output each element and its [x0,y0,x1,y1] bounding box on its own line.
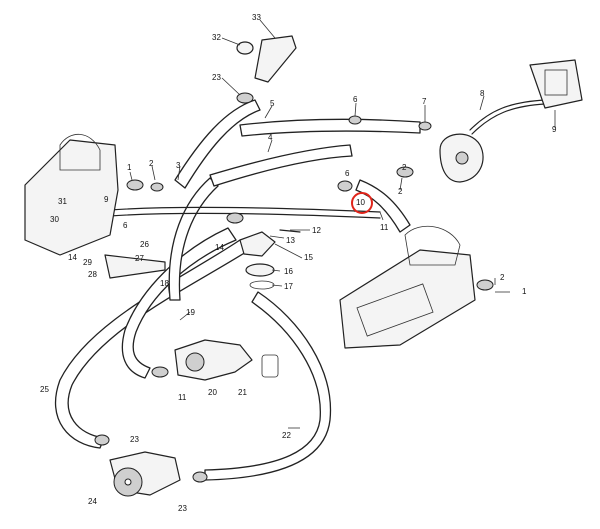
hose-12 [279,229,301,233]
gasket-21 [261,354,279,378]
callout-11a: 11 [380,223,389,232]
callout-27: 27 [135,254,144,263]
exhaust-manifold-left [24,139,119,256]
callouts: 33 32 23 5 4 3 6 7 8 9 1 2 6 2 2 10 11 9… [40,13,557,513]
callout-10: 10 [356,198,365,207]
callout-12: 12 [312,226,321,235]
hose-5 [239,118,421,137]
callout-6a: 6 [353,95,358,104]
callout-23b: 23 [130,435,139,444]
callout-28: 28 [88,270,97,279]
callout-2c: 2 [398,187,403,196]
callout-21: 21 [238,388,247,397]
clamp-32 [236,41,254,55]
hose-22 [204,291,332,481]
callout-14a: 14 [68,253,77,262]
callout-14b: 14 [215,243,224,252]
tube-11b [109,212,381,219]
hose-4 [209,144,353,187]
callout-22: 22 [282,431,291,440]
callout-11b: 11 [178,393,187,402]
hose-3 [174,99,261,189]
tube-8 [469,99,546,131]
callout-29: 29 [83,258,92,267]
callout-24: 24 [88,497,97,506]
callout-18: 18 [160,279,169,288]
callout-1a: 1 [127,163,132,172]
thermostat-housing-15 [239,231,276,257]
bracket-28 [104,254,166,279]
callout-16: 16 [284,267,293,276]
callout-23c: 23 [178,504,187,513]
tube-8b [471,103,546,135]
callout-2b: 2 [402,163,407,172]
hose-18 [168,177,219,301]
thermostat-16 [245,263,275,277]
callout-3: 3 [176,161,181,170]
callout-9b: 9 [104,195,109,204]
hose-clamps [94,92,494,483]
callout-5: 5 [270,99,275,108]
callout-10-highlight [351,192,373,214]
callout-4: 4 [268,133,273,142]
callout-26: 26 [140,240,149,249]
exhaust-manifold-right [339,249,476,349]
callout-30: 30 [50,215,59,224]
callout-32: 32 [212,33,221,42]
tube-11 [109,206,381,213]
callout-6b: 6 [345,169,350,178]
callout-7: 7 [422,97,427,106]
callout-13: 13 [286,236,295,245]
coolant-reservoir [529,59,583,109]
callout-6c: 6 [123,221,128,230]
callout-1b: 1 [522,287,527,296]
callout-9a: 9 [552,125,557,134]
callout-15: 15 [304,253,313,262]
callout-33: 33 [252,13,261,22]
callout-19: 19 [186,308,195,317]
gasket-17 [249,280,275,290]
callout-2d: 2 [500,273,505,282]
callout-2a: 2 [149,159,154,168]
callout-8: 8 [480,89,485,98]
callout-20: 20 [208,388,217,397]
callout-25: 25 [40,385,49,394]
callout-31: 31 [58,197,67,206]
callout-23a: 23 [212,73,221,82]
valve-33 [254,35,297,83]
callout-17: 17 [284,282,293,291]
